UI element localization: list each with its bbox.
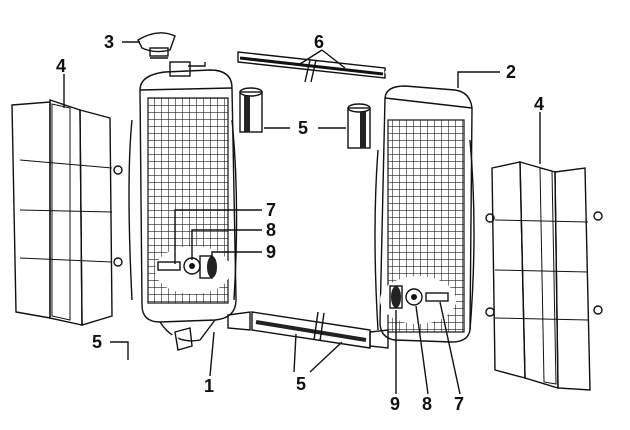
radiator-cap (137, 32, 176, 59)
callout-right-bush: 9 (390, 394, 400, 414)
right-shroud (485, 161, 603, 391)
right-fasteners (389, 285, 449, 309)
lower-left-hose (91, 327, 193, 378)
callout-lower-left-hose: 5 (92, 332, 102, 352)
shroud-screw (485, 211, 603, 317)
callout-left-radiator: 1 (204, 376, 214, 396)
callout-top-tube: 6 (314, 32, 324, 52)
callout-left-shroud: 4 (56, 56, 66, 76)
callout-right-bolt: 7 (454, 394, 464, 414)
left-fasteners (157, 255, 217, 279)
callout-left-washer: 8 (266, 220, 276, 240)
bottom-connecting-hose (227, 311, 389, 349)
middle-hose-left (239, 87, 263, 133)
middle-hose-right (347, 103, 371, 149)
callout-numbers: 3 6 2 4 4 5 5 5 7 8 9 1 9 8 7 (56, 32, 544, 414)
left-radiator (128, 69, 238, 342)
callout-bottom-hoses: 5 (296, 374, 306, 394)
shroud-screw (113, 165, 123, 267)
leader-lines (63, 41, 541, 395)
left-shroud (11, 99, 123, 326)
callout-left-bush: 9 (266, 242, 276, 262)
top-tube (203, 50, 412, 91)
callout-middle-hoses: 5 (298, 118, 308, 138)
callout-left-bolt: 7 (266, 200, 276, 220)
filler-neck (169, 60, 206, 77)
callout-right-radiator: 2 (506, 62, 516, 82)
callout-right-washer: 8 (422, 394, 432, 414)
callout-cap: 3 (104, 32, 114, 52)
callout-right-shroud: 4 (534, 94, 544, 114)
